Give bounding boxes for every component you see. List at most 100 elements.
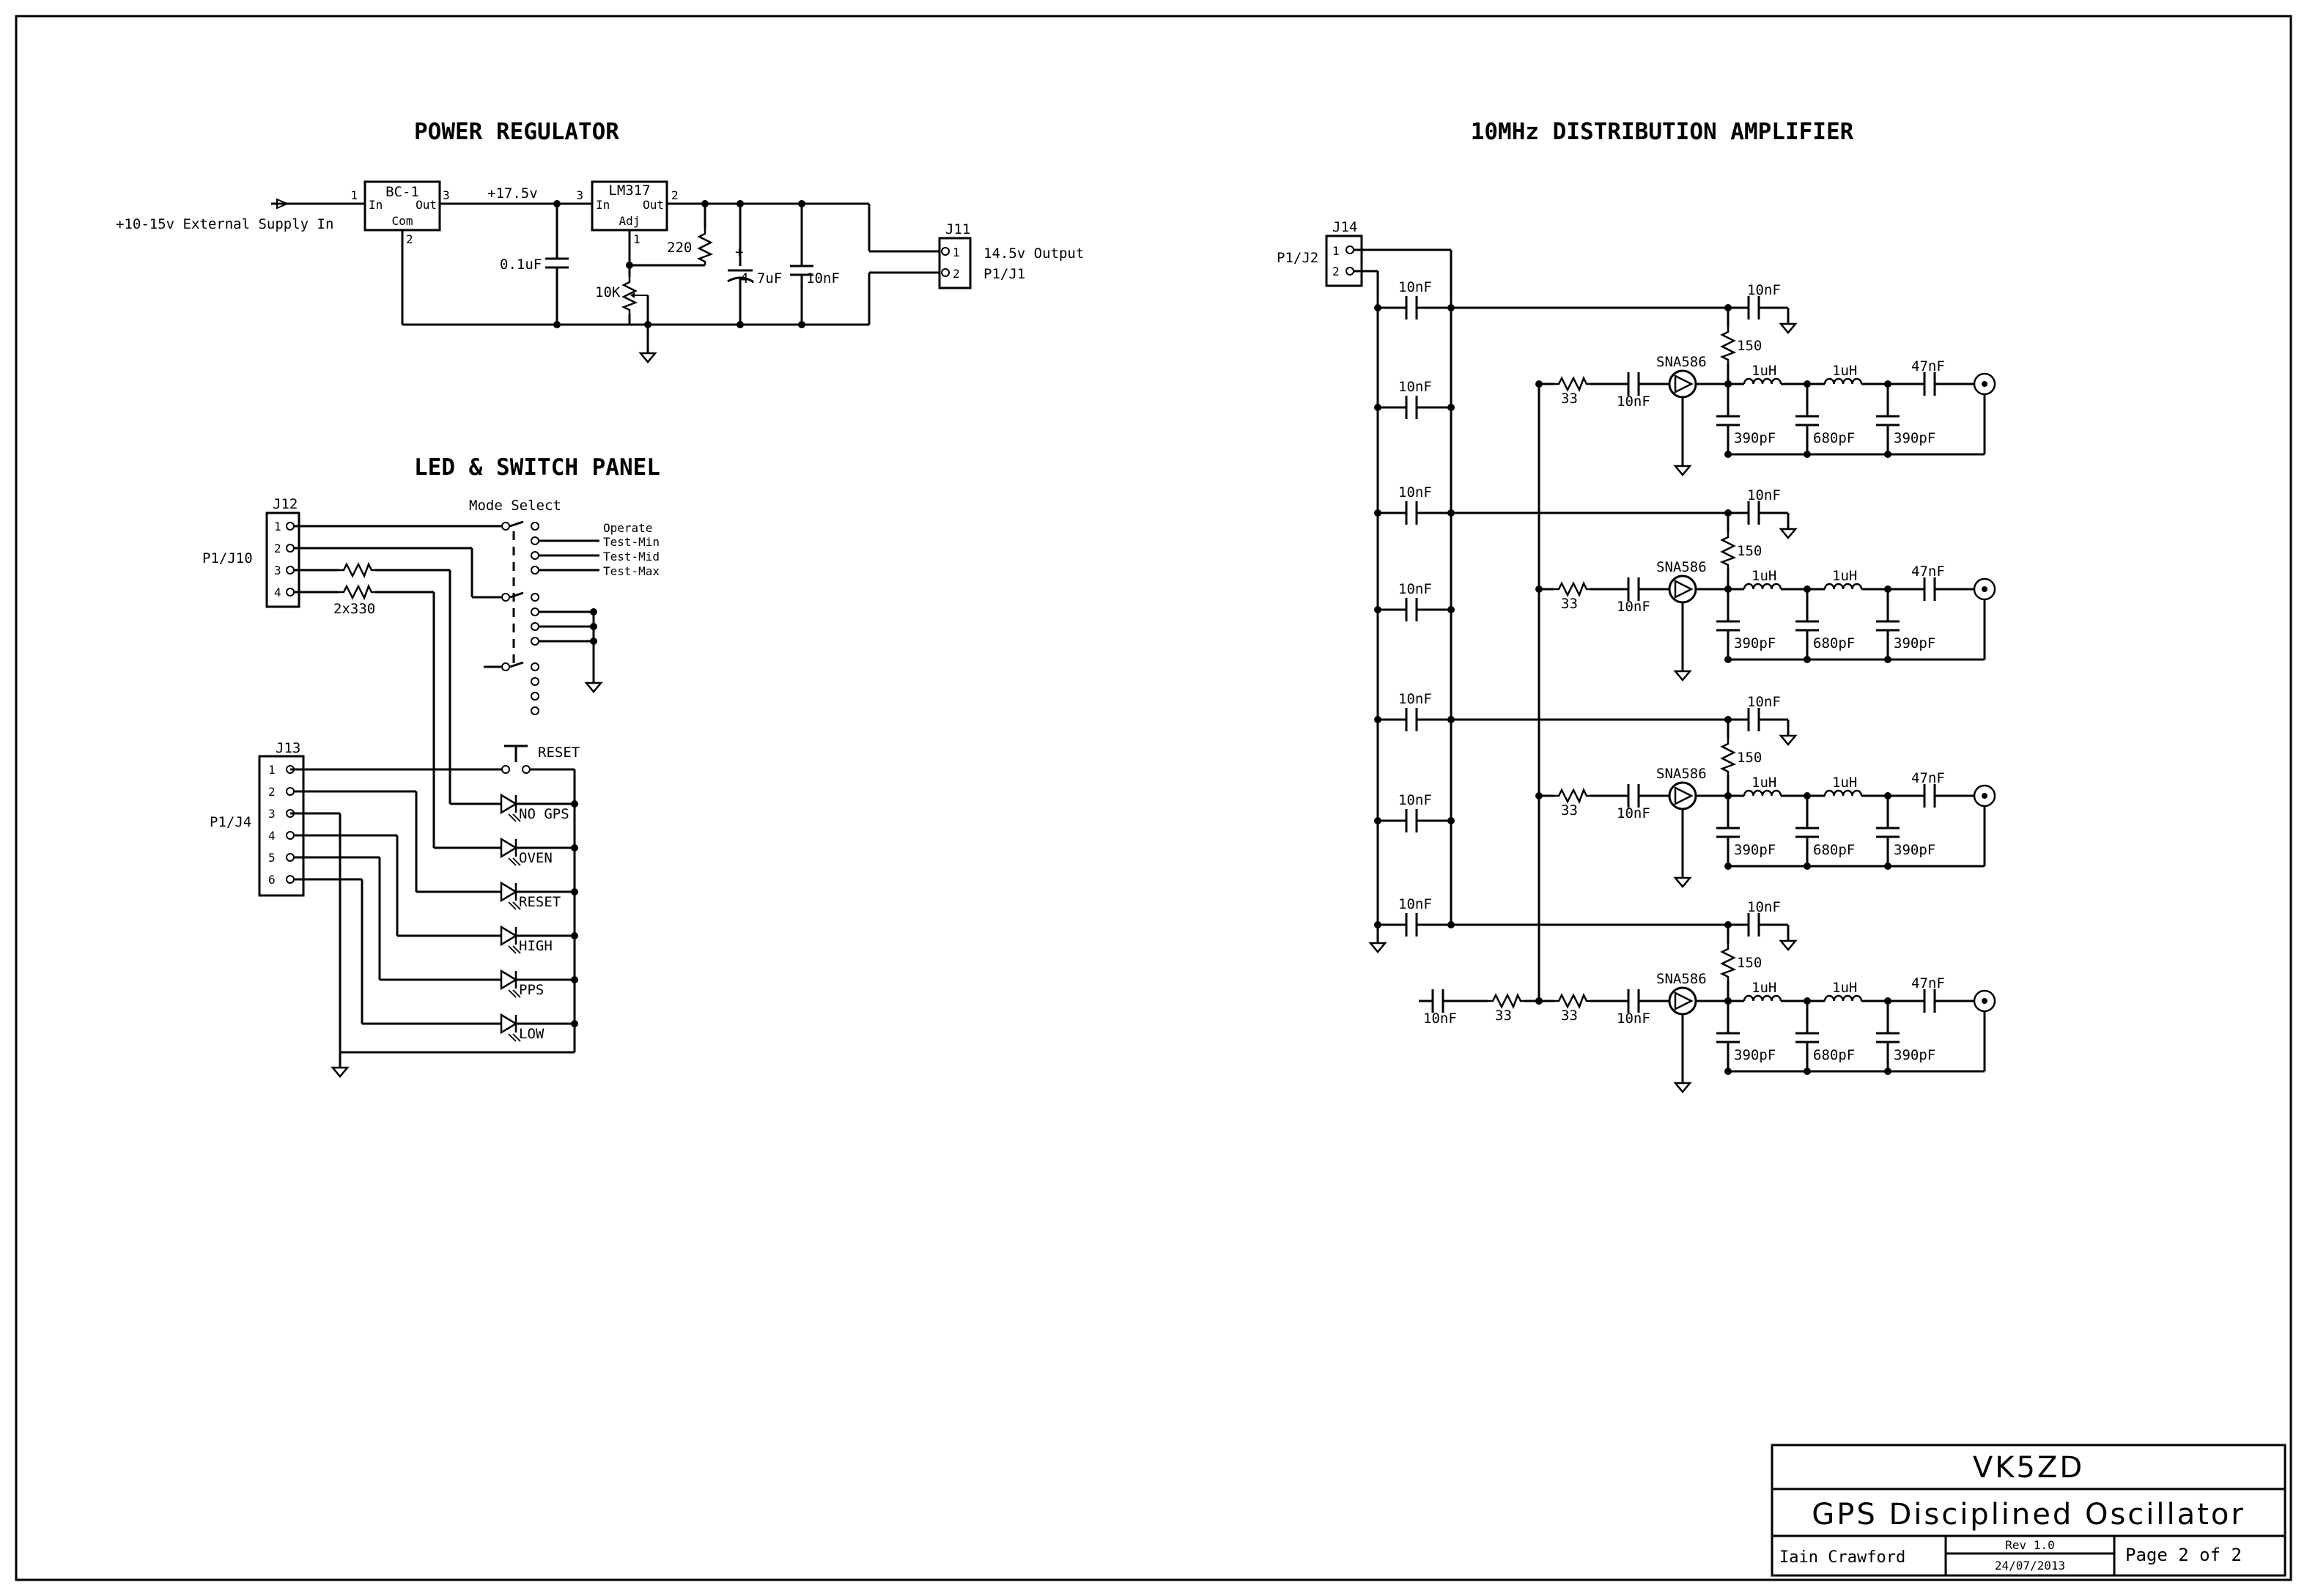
led-3: RESET (519, 894, 561, 910)
amp-name-1: SNA586 (1656, 354, 1707, 370)
j14-connector (1325, 234, 1363, 287)
shunt-cap-3-2: 390pF (1894, 635, 1935, 651)
j13-pin-4: 4 (268, 829, 276, 843)
led-1: NO GPS (519, 806, 569, 822)
resistors-label: 2x330 (333, 601, 375, 617)
shunt-cap-2-2: 680pF (1813, 635, 1855, 651)
page-number: Page 2 of 2 (2125, 1545, 2242, 1565)
j11-pin1: 1 (953, 245, 960, 259)
decoupling-cap-1: 10nF (1398, 279, 1432, 295)
supply-cap-3: 10nF (1747, 694, 1781, 710)
out-cap-3: 47nF (1911, 770, 1945, 786)
c-in-label: 0.1uF (500, 256, 542, 273)
input-res-label: 33 (1495, 1008, 1512, 1024)
j13-label: P1/J4 (210, 814, 251, 830)
decoupling-cap-6: 10nF (1398, 792, 1432, 808)
bc1-pin3: 3 (443, 188, 450, 202)
reset-switch-label: RESET (538, 745, 580, 761)
j14-name: J14 (1332, 219, 1357, 235)
lm317-name: LM317 (608, 182, 650, 199)
mode-operate: Operate (603, 521, 652, 535)
inductor1-1: 1uH (1752, 363, 1776, 379)
power-regulator-title: POWER REGULATOR (414, 119, 619, 145)
inductor2-3: 1uH (1832, 775, 1857, 791)
external-supply-label: +10-15v External Supply In (116, 216, 333, 232)
power-regulator-circuit: +10-15v External Supply In BC-1 In Out C… (116, 180, 1084, 363)
lm317-regulator (591, 180, 668, 232)
j12-pin-3: 3 (274, 564, 281, 577)
c-out2-label: 10nF (806, 270, 840, 287)
inductor1-3: 1uH (1752, 775, 1776, 791)
amp-name-2: SNA586 (1656, 559, 1707, 575)
decoupling-cap-4: 10nF (1398, 581, 1432, 597)
shunt-cap-1-3: 390pF (1734, 842, 1776, 858)
in-cap-1: 10nF (1617, 394, 1650, 410)
author: Iain Crawford (1779, 1548, 1905, 1567)
c-out1-plus: + (735, 244, 743, 260)
mode-select-label: Mode Select (469, 498, 561, 514)
j12-pin-2: 2 (274, 542, 281, 555)
shunt-cap-2-1: 680pF (1813, 430, 1855, 446)
shunt-cap-3-1: 390pF (1894, 430, 1935, 446)
in-res-3: 33 (1561, 802, 1578, 819)
j13-name: J13 (276, 740, 300, 756)
sheet-border (15, 15, 2292, 1581)
date: 24/07/2013 (1995, 1559, 2065, 1573)
inductor2-4: 1uH (1832, 980, 1857, 996)
decoupling-cap-3: 10nF (1398, 484, 1432, 500)
bias-res-2: 150 (1737, 543, 1762, 559)
out-cap-4: 47nF (1911, 975, 1945, 991)
in-res-2: 33 (1561, 596, 1578, 612)
decoupling-cap-7: 10nF (1398, 896, 1432, 912)
shunt-cap-1-1: 390pF (1734, 430, 1776, 446)
led-switch-panel-title: LED & SWITCH PANEL (414, 454, 660, 481)
j12-pin-4: 4 (274, 585, 281, 599)
lm317-pin1: 1 (633, 232, 641, 246)
in-res-1: 33 (1561, 391, 1578, 407)
bias-res-4: 150 (1737, 955, 1762, 971)
supply-cap-4: 10nF (1747, 899, 1781, 915)
lm317-out-pin: Out (643, 198, 664, 212)
j13-connector (258, 755, 305, 897)
shunt-cap-1-4: 390pF (1734, 1047, 1776, 1063)
j13-pin-1: 1 (268, 763, 276, 777)
j11-name: J11 (945, 221, 970, 237)
j11-pin2: 2 (953, 267, 960, 281)
j12-pin-1: 1 (274, 520, 281, 533)
revision: Rev 1.0 (2005, 1538, 2054, 1552)
decoupling-cap-5: 10nF (1398, 691, 1432, 707)
bc1-pin2: 2 (406, 232, 413, 246)
lm317-pin2: 2 (671, 188, 679, 202)
out-cap-2: 47nF (1911, 564, 1945, 580)
decoupling-cap-2: 10nF (1398, 379, 1432, 395)
j14-pin1: 1 (1332, 244, 1340, 258)
shunt-cap-2-4: 680pF (1813, 1047, 1855, 1063)
j14-label: P1/J2 (1277, 250, 1318, 266)
bc1-in-pin: In (369, 198, 383, 212)
bc1-pin1: 1 (350, 188, 358, 202)
lm317-adj-pin: Adj (619, 214, 641, 228)
bc1-out-pin: Out (416, 198, 437, 212)
lm317-pin3: 3 (576, 188, 583, 202)
title-block: VK5ZD GPS Disciplined Oscillator Iain Cr… (1771, 1444, 2286, 1577)
bc1-com-pin: Com (392, 214, 413, 228)
shunt-cap-3-3: 390pF (1894, 842, 1935, 858)
in-cap-2: 10nF (1617, 599, 1650, 615)
amp-name-4: SNA586 (1656, 971, 1707, 987)
inductor2-1: 1uH (1832, 363, 1857, 379)
mode-test-min: Test-Min (603, 535, 660, 549)
bc1-name: BC-1 (385, 184, 419, 200)
in-cap-3: 10nF (1617, 805, 1650, 821)
input-cap-label: 10nF (1423, 1011, 1457, 1027)
amp-name-3: SNA586 (1656, 766, 1707, 782)
led-6: LOW (519, 1026, 545, 1042)
inductor1-2: 1uH (1752, 568, 1776, 584)
j13-pin-6: 6 (268, 873, 276, 887)
pot-label: 10K (595, 284, 621, 300)
rail-voltage-label: +17.5v (487, 185, 538, 202)
mode-test-mid: Test-Mid (603, 550, 660, 564)
